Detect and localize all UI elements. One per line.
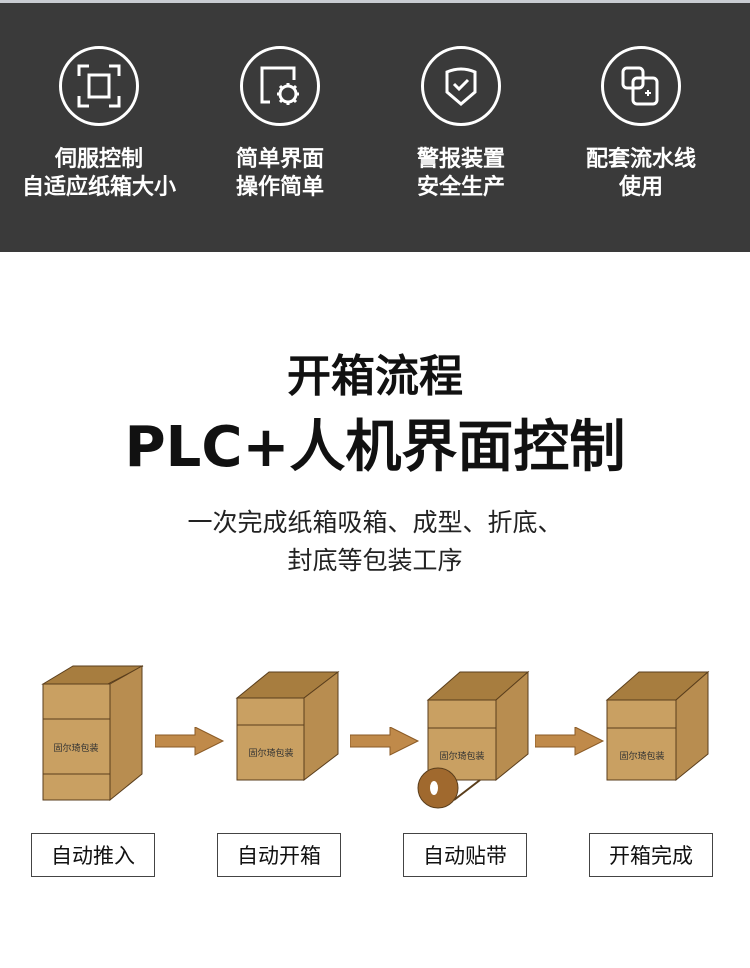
carton-complete-image: 固尔琦包装 xyxy=(605,670,710,782)
feature-interface: 简单界面操作简单 xyxy=(190,46,370,202)
overlap-squares-icon xyxy=(601,46,681,126)
description-line-2: 封底等包装工序 xyxy=(287,546,463,575)
step-auto-push: 自动推入 xyxy=(31,833,155,877)
feature-line: 配套流水线使用 xyxy=(551,46,731,202)
page-title: 开箱流程 xyxy=(287,351,463,402)
page-subtitle: PLC+人机界面控制 xyxy=(124,415,626,480)
arrow-right-icon xyxy=(155,727,225,756)
screen-gear-icon xyxy=(240,46,320,126)
feature-label: 简单界面操作简单 xyxy=(235,147,324,200)
svg-text:固尔琦包装: 固尔琦包装 xyxy=(619,750,664,762)
feature-label: 警报装置安全生产 xyxy=(416,147,505,200)
features-band xyxy=(0,0,750,252)
svg-text:固尔琦包装: 固尔琦包装 xyxy=(439,750,484,762)
shield-check-icon xyxy=(421,46,501,126)
svg-text:固尔琦包装: 固尔琦包装 xyxy=(53,742,98,754)
feature-alarm: 警报装置安全生产 xyxy=(371,46,551,202)
carton-open-flat-image: 固尔琦包装 xyxy=(41,665,144,802)
carton-taping-image: 固尔琦包装 xyxy=(417,670,530,809)
feature-label: 伺服控制自适应纸箱大小 xyxy=(21,147,176,200)
carton-opened-image: 固尔琦包装 xyxy=(235,670,340,782)
feature-servo: 伺服控制自适应纸箱大小 xyxy=(9,46,189,202)
feature-label: 配套流水线使用 xyxy=(585,147,696,200)
arrow-right-icon xyxy=(350,727,420,756)
step-open-complete: 开箱完成 xyxy=(589,833,713,877)
svg-text:固尔琦包装: 固尔琦包装 xyxy=(248,747,293,759)
arrow-right-icon xyxy=(535,727,605,756)
scan-frame-icon xyxy=(59,46,139,126)
step-auto-open: 自动开箱 xyxy=(217,833,341,877)
description-line-1: 一次完成纸箱吸箱、成型、折底、 xyxy=(187,508,563,537)
step-auto-tape: 自动贴带 xyxy=(403,833,527,877)
